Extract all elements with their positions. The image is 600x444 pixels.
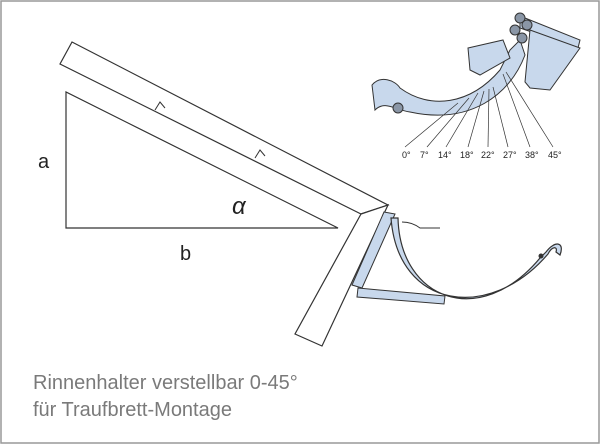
angle-label: 27° bbox=[503, 150, 517, 160]
rafter-joint bbox=[254, 149, 266, 159]
angle-label: 22° bbox=[481, 150, 495, 160]
caption-line-2: für Traufbrett-Montage bbox=[33, 399, 232, 421]
caption-line-1: Rinnenhalter verstellbar 0-45° bbox=[33, 372, 298, 394]
gutter-support-bar bbox=[356, 287, 446, 305]
angle-label: 45° bbox=[548, 150, 562, 160]
angle-labels: 0° 7° 14° 18° 22° 27° 38° 45° bbox=[402, 150, 562, 160]
rafter-joint bbox=[154, 101, 166, 111]
gutter-bead bbox=[538, 253, 544, 259]
fascia-board bbox=[294, 203, 390, 347]
angle-label: 38° bbox=[525, 150, 539, 160]
label-alpha: α bbox=[232, 193, 247, 220]
label-b: b bbox=[180, 243, 191, 265]
bracket-detail bbox=[371, 12, 581, 148]
label-a: a bbox=[38, 151, 50, 173]
gutter-wire bbox=[401, 221, 440, 229]
angle-label: 14° bbox=[438, 150, 452, 160]
angle-label: 7° bbox=[420, 150, 429, 160]
slope-triangle bbox=[65, 91, 339, 229]
gutter bbox=[390, 217, 562, 300]
angle-label: 18° bbox=[460, 150, 474, 160]
angle-label: 0° bbox=[402, 150, 411, 160]
